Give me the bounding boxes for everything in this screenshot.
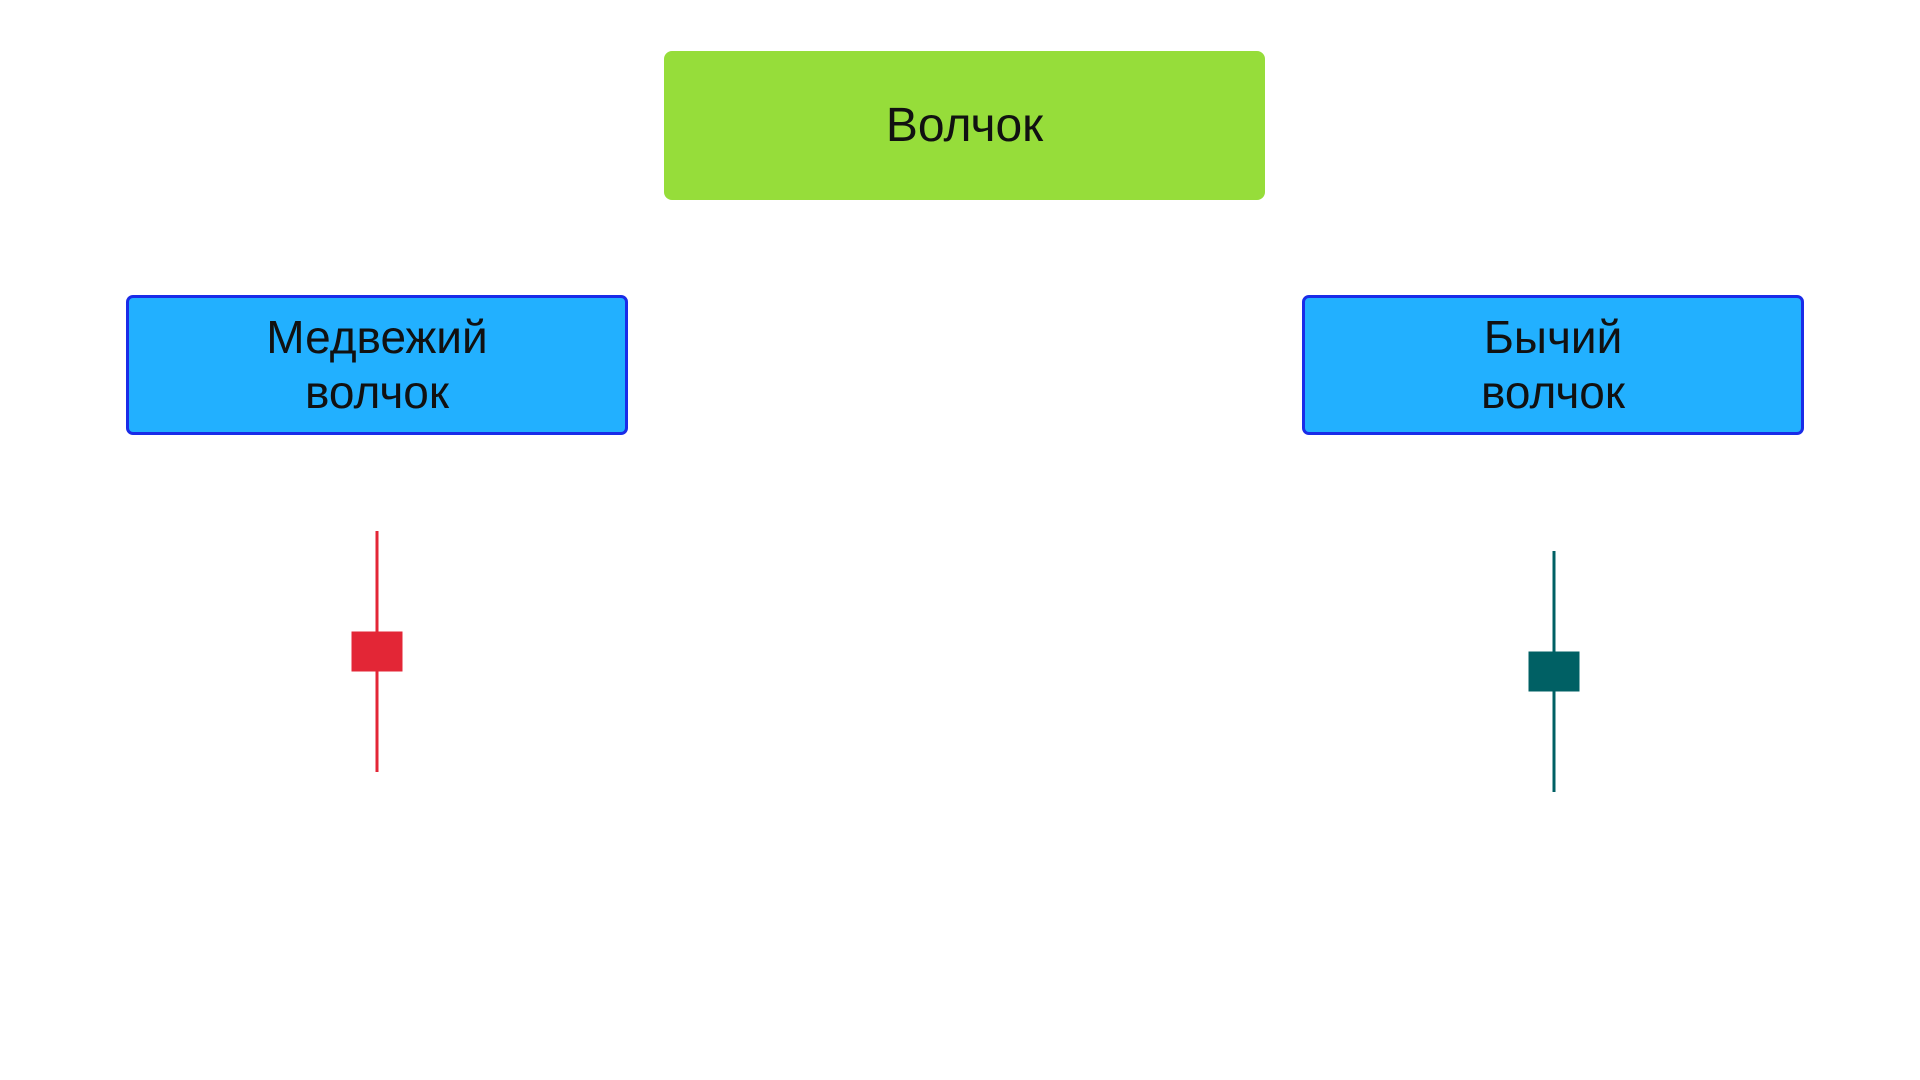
title-label: Волчок bbox=[885, 99, 1044, 152]
title-box: Волчок bbox=[664, 51, 1265, 200]
bullish-candle-body bbox=[1528, 651, 1580, 692]
bearish-spinning-top-label: Медвежий волчок bbox=[266, 310, 488, 418]
bearish-spinning-top-box: Медвежий волчок bbox=[126, 295, 628, 435]
bearish-candle bbox=[351, 531, 403, 772]
bullish-spinning-top-box: Бычий волчок bbox=[1302, 295, 1804, 435]
bullish-candle bbox=[1528, 551, 1580, 792]
bullish-spinning-top-label: Бычий волчок bbox=[1481, 310, 1625, 418]
bearish-candle-body bbox=[351, 631, 403, 672]
